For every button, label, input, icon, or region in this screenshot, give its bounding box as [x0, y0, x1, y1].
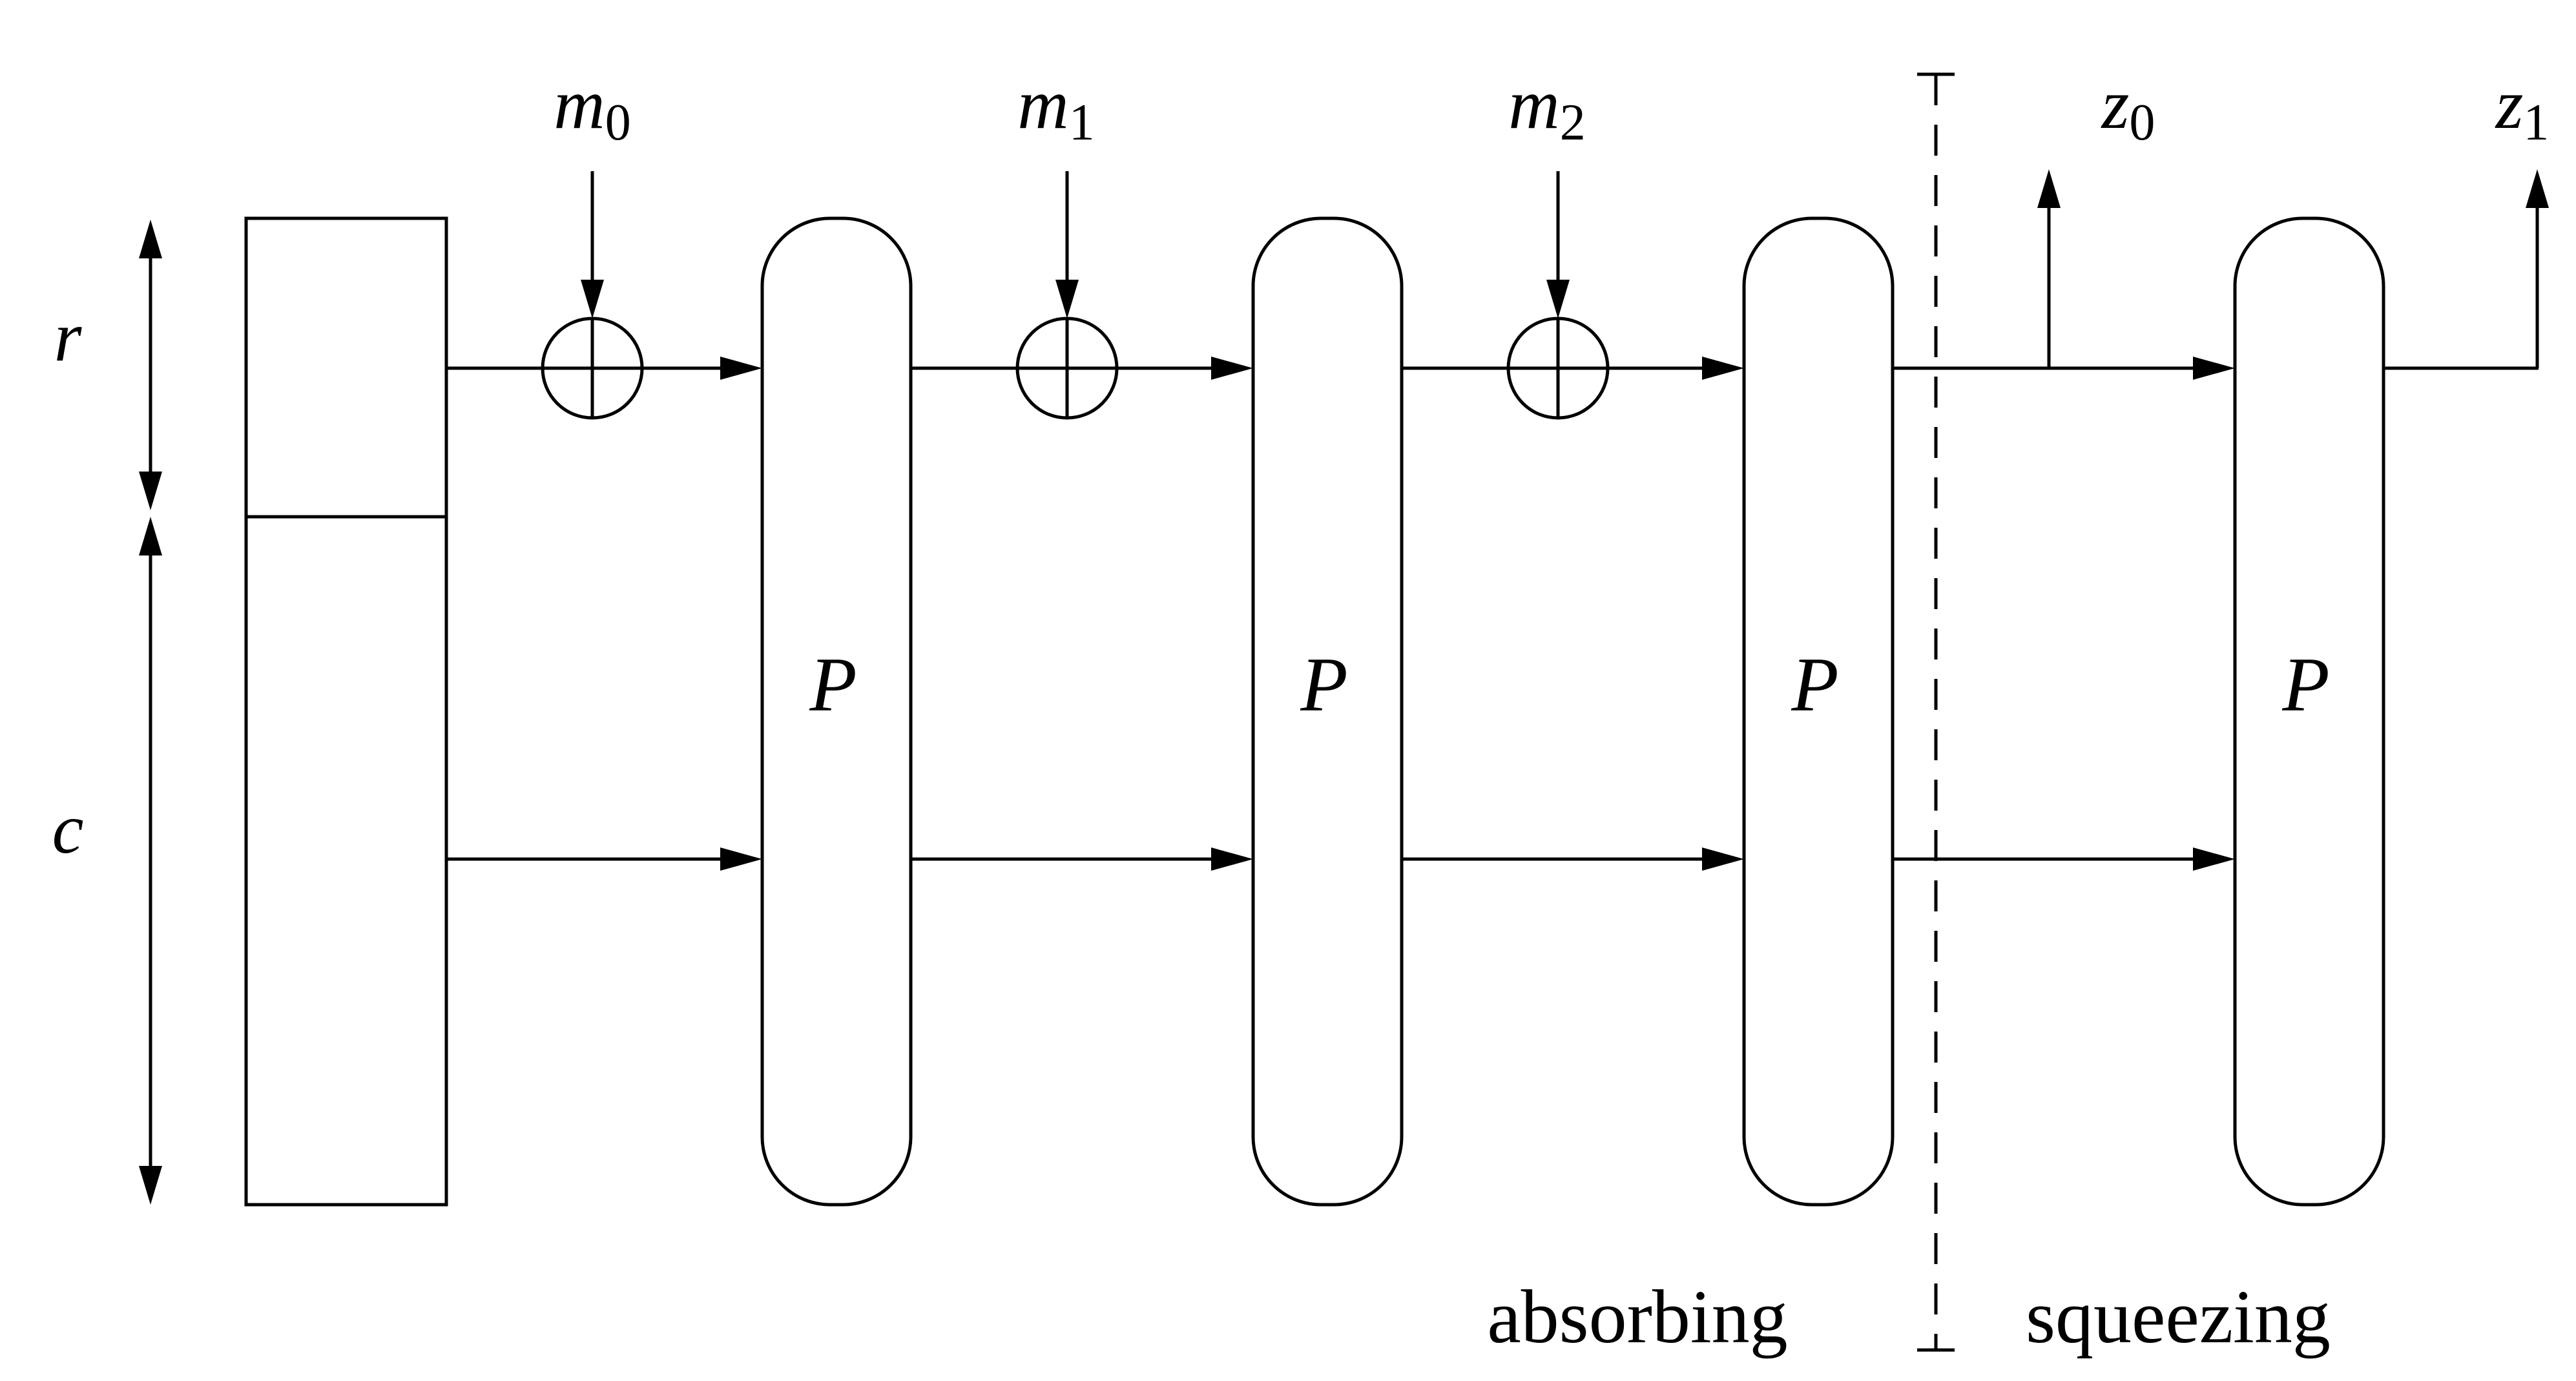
r-label: r [54, 297, 83, 376]
permutation-block-2: P [1251, 216, 1404, 1207]
initial-state-box [244, 216, 448, 1207]
svg-text:P: P [1791, 641, 1838, 727]
permutation-block-3: P [1742, 216, 1895, 1207]
m2-input-arrow [1546, 171, 1570, 318]
permutation-block-1: P [760, 216, 913, 1207]
permutation-block-4: P [2233, 216, 2385, 1207]
z0-label: z0 [2101, 65, 2155, 151]
z1-output-arrow [2526, 169, 2549, 368]
capacity-lane [446, 847, 2235, 871]
c-label: c [52, 789, 84, 868]
svg-text:P: P [2281, 641, 2329, 727]
xor-node-0 [541, 317, 644, 420]
rate-lane [446, 357, 2539, 380]
svg-text:P: P [809, 641, 857, 727]
z0-output-arrow [2037, 169, 2061, 368]
squeezing-label: squeezing [2026, 1274, 2331, 1359]
z1-label: z1 [2495, 65, 2550, 151]
m1-label: m1 [1017, 65, 1094, 151]
xor-node-1 [1015, 317, 1119, 420]
m2-label: m2 [1508, 65, 1585, 151]
m0-label: m0 [554, 65, 630, 151]
r-dimension-arrow [139, 220, 162, 510]
svg-text:P: P [1300, 641, 1347, 727]
m0-input-arrow [581, 171, 604, 318]
c-dimension-arrow [139, 517, 162, 1205]
xor-node-2 [1506, 317, 1610, 420]
phase-divider [1917, 72, 1955, 1352]
m1-input-arrow [1055, 171, 1079, 318]
absorbing-label: absorbing [1487, 1274, 1787, 1359]
